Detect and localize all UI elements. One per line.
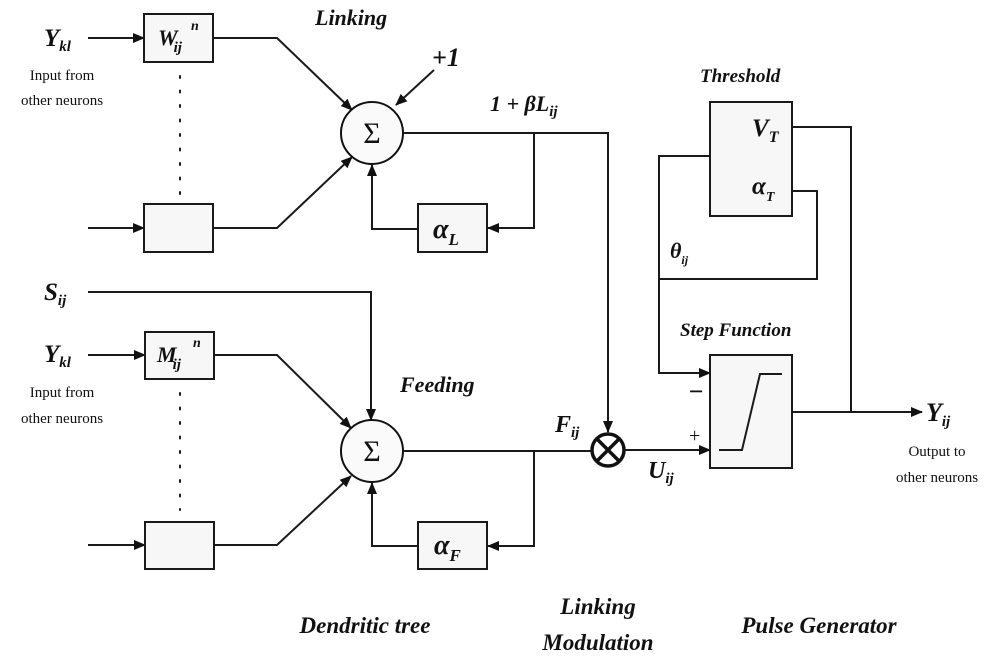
- feeding-weight-box-n: [144, 521, 215, 570]
- pulse-generator-label: Pulse Generator: [740, 613, 897, 638]
- linking-feedback-return: [367, 164, 418, 230]
- linking-weight-sup: n: [191, 19, 199, 34]
- feeding-decay-box: [417, 521, 488, 570]
- input-note-bottom-1: Input from: [30, 385, 95, 401]
- input-note-bottom-2: other neurons: [21, 411, 103, 427]
- u-ij-label: Uij: [648, 458, 675, 487]
- feed-connection: [214, 354, 352, 429]
- bias-arrow: [395, 69, 435, 106]
- output-feedback-line: [792, 126, 852, 412]
- modulation-section: Uij: [590, 432, 711, 487]
- linking-decay-box: [417, 203, 488, 253]
- alpha-f-label: αF: [434, 530, 462, 565]
- linking-modulation-label-1: Linking: [559, 594, 635, 619]
- input-note-top-2: other neurons: [21, 93, 103, 109]
- link-connection: [213, 156, 353, 229]
- dendritic-tree-label: Dendritic tree: [299, 613, 431, 638]
- step-curve-icon: [719, 373, 782, 451]
- alpha-l-label: αL: [433, 214, 459, 249]
- plus-one-label: +1: [432, 43, 460, 72]
- linking-modulation-label-2: Modulation: [541, 630, 653, 655]
- pulse-generator-section: Threshold VT αT θij Step Function − + Yi…: [658, 66, 978, 486]
- y-kl-label-top: Ykl: [44, 25, 72, 55]
- feeding-weight-sup: n: [193, 336, 201, 351]
- feeding-section: Sij Ykl Input from other neurons Feeding…: [21, 279, 591, 570]
- threshold-title: Threshold: [700, 66, 781, 87]
- theta-label: θij: [670, 238, 689, 267]
- linking-output-label: 1 + βLij: [490, 91, 558, 120]
- s-ij-label: Sij: [44, 279, 67, 309]
- linking-section: Linking Ykl Input from other neurons Wij…: [21, 5, 613, 433]
- v-t-label: VT: [752, 115, 780, 146]
- threshold-box: [709, 101, 793, 217]
- output-note-1: Output to: [908, 444, 965, 460]
- linking-to-modulator: [403, 132, 613, 433]
- linking-weight-label: Wij: [158, 25, 183, 56]
- feeding-feedback-return: [367, 482, 418, 547]
- linking-title: Linking: [314, 5, 387, 30]
- feed-connection: [214, 475, 352, 546]
- sum-icon: Σ: [363, 435, 380, 468]
- linking-feedback: [487, 133, 535, 233]
- y-ij-label: Yij: [926, 398, 951, 430]
- y-kl-label-bottom: Ykl: [44, 341, 72, 371]
- feeding-title: Feeding: [399, 372, 475, 397]
- multiply-icon-cross: [595, 437, 621, 463]
- theta-to-step: [658, 155, 711, 378]
- feeding-weight-label: Mij: [156, 342, 182, 373]
- minus-sign: −: [688, 377, 704, 406]
- f-ij-label: Fij: [554, 412, 580, 441]
- link-connection: [213, 37, 353, 111]
- linking-weight-box-n: [143, 203, 214, 253]
- output-note-2: other neurons: [896, 470, 978, 486]
- alpha-t-label: αT: [752, 173, 776, 205]
- sum-icon: Σ: [363, 117, 380, 150]
- plus-sign: +: [689, 425, 700, 447]
- input-note-top-1: Input from: [30, 68, 95, 84]
- threshold-decay-line: [659, 190, 818, 280]
- step-function-title: Step Function: [680, 320, 791, 341]
- feeding-feedback: [487, 451, 535, 551]
- stimulus-line: [88, 291, 376, 421]
